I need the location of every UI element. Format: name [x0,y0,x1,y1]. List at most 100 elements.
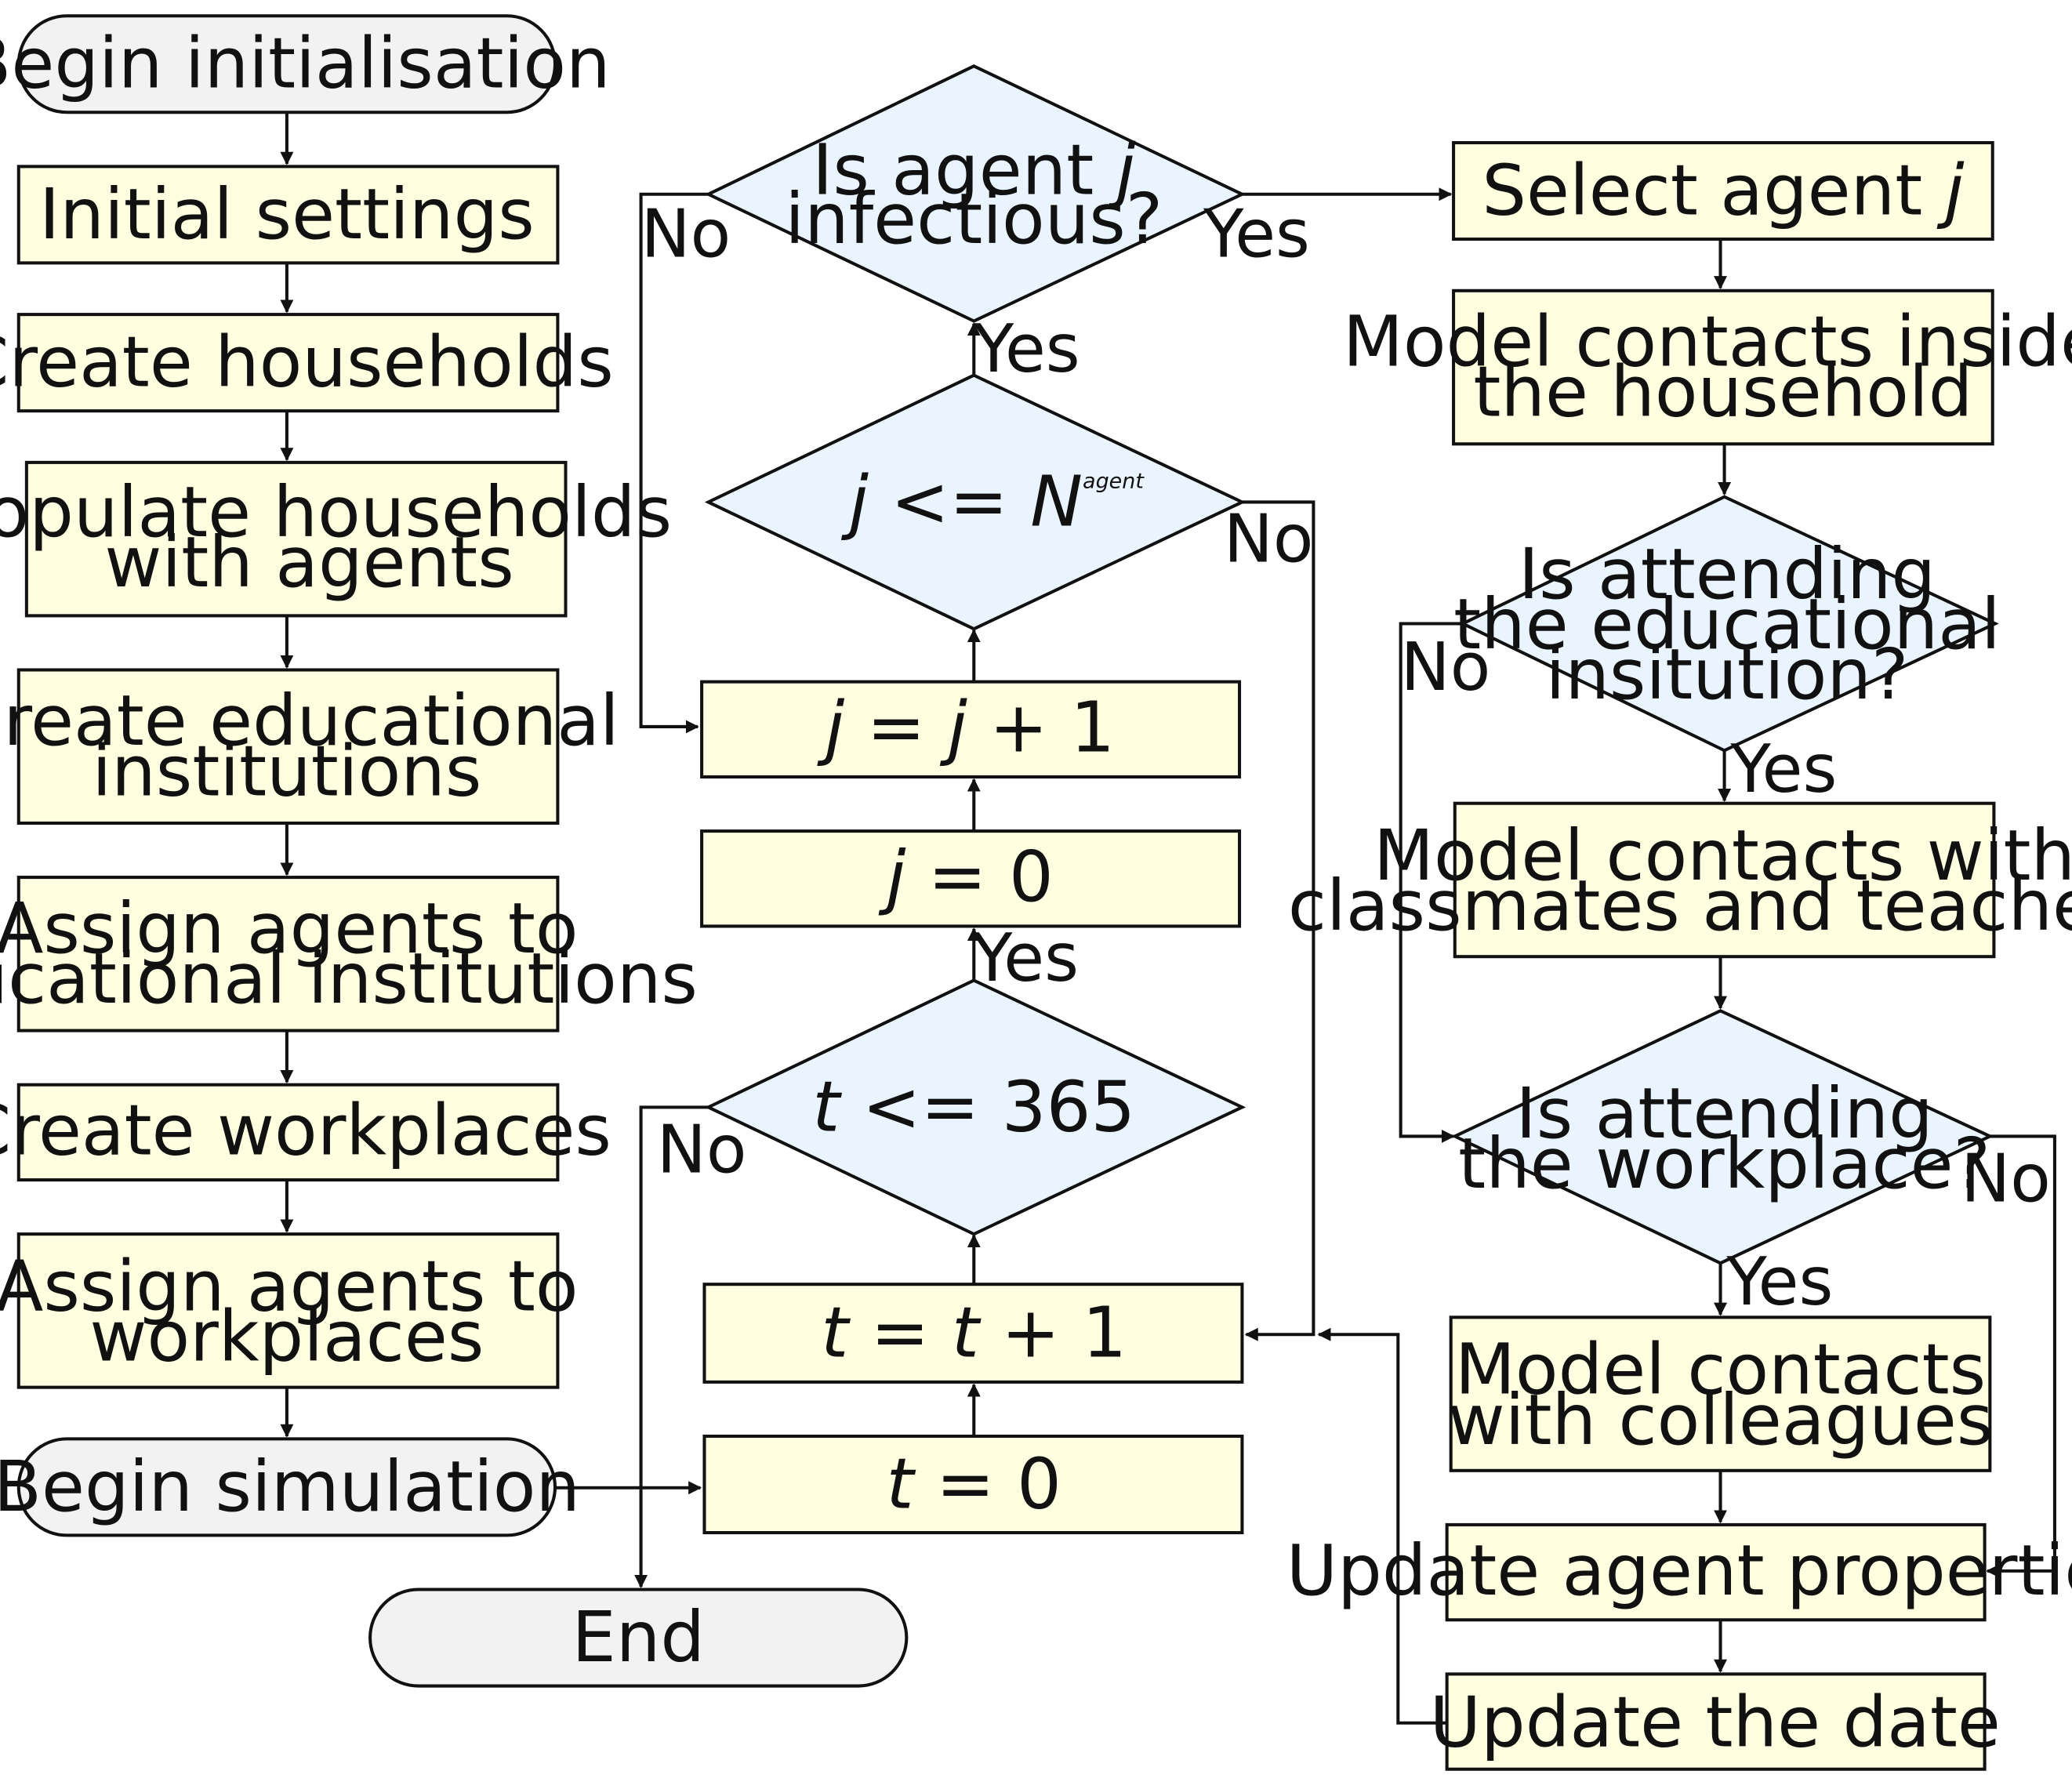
begin-initialisation-label: Begin initialisation [0,24,611,105]
decision-shape [704,64,1246,323]
t-cond-rest: <= 365 [840,1066,1135,1148]
create-workplaces-label: Create workplaces [0,1090,611,1172]
create-edu-line1: Create educational [0,680,619,762]
j-inc-rest: + 1 [967,688,1115,769]
node-t-increment: t = t + 1 [702,1283,1244,1384]
classmates-contacts-line1: Model contacts with [1373,815,2072,897]
node-workplace-check: Is attending the workplace? [1451,1009,1994,1265]
process-shape [16,876,560,1032]
node-t-condition: t <= 365 [704,978,1246,1236]
decision-shape [704,978,1246,1236]
j-zero-rest: = 0 [905,836,1053,918]
edge-work-q-no-to-update-props [1986,1134,2056,1578]
node-education-check: Is attending the educational insitution? [1453,495,2001,753]
assign-edu-line2: educational institutions [0,938,698,1020]
j-inc-mid: = [844,688,948,769]
update-agent-properties-label: Update agent properties [1286,1530,2072,1612]
node-j-condition: j <= Nagent [704,373,1246,631]
infectious-line1: Is agent j [812,129,1136,211]
terminal-shape [16,14,557,114]
edge-t-cond-no-to-end [634,1105,709,1588]
connectors [280,112,2056,1725]
edge-j-cond-no-to-t-inc [1242,500,1315,1341]
t-condition-label: t <= 365 [812,1066,1135,1148]
node-classmates-contacts: Model contacts with classmates and teach… [1288,801,2072,959]
node-create-households: Create households [0,313,614,413]
label-work-yes: Yes [1725,1243,1833,1320]
node-update-date: Update the date [1430,1672,2001,1771]
process-shape [1452,288,1994,446]
node-create-workplaces: Create workplaces [0,1083,611,1182]
node-begin-initialisation: Begin initialisation [0,14,611,114]
process-shape [16,313,560,413]
decision-shape [1459,495,1999,753]
node-infectious-check: Is agent j infectious? [704,64,1246,323]
select-agent-label: Select agent j [1482,151,1964,232]
node-select-agent: Select agent j [1452,140,1994,241]
assign-work-line1: Assign agents to [0,1246,579,1328]
node-initial-settings: Initial settings [16,165,560,265]
process-shape [16,1083,560,1182]
node-assign-educational: Assign agents to educational institution… [0,876,698,1032]
process-shape [702,1283,1244,1384]
node-colleagues-contacts: Model contacts with colleagues [1448,1315,1994,1472]
populate-households-line2: with agents [104,522,513,604]
populate-households-line1: Populate households [0,472,672,553]
node-j-zero: j = 0 [700,829,1242,928]
process-shape [1453,801,1996,959]
node-t-zero: t = 0 [702,1434,1244,1535]
process-shape [1445,1672,1987,1771]
workplace-check-line2: the workplace? [1458,1123,1990,1205]
workplace-check-line1: Is attending [1515,1073,1932,1155]
t-increment-label: t = t + 1 [821,1293,1127,1374]
label-jcond-no: No [1224,501,1314,578]
node-end: End [368,1588,909,1688]
node-household-contacts: Model contacts inside the household [1343,288,2072,446]
edge-labels: No Yes Yes No Yes No No Yes Yes No [641,195,2051,1320]
process-shape [16,668,560,826]
label-jcond-yes: Yes [973,310,1080,387]
process-shape [700,829,1242,928]
terminal-shape [368,1588,909,1688]
node-assign-workplaces: Assign agents to workplaces [0,1232,579,1389]
node-populate-households: Populate households with agents [0,460,672,618]
t-inc-var2: t [952,1293,982,1374]
process-shape [16,1232,560,1389]
household-contacts-line2: the household [1473,352,1972,434]
process-shape [16,165,560,265]
t-cond-var: t [812,1066,842,1148]
end-label: End [572,1597,705,1678]
colleagues-contacts-line2: with colleagues [1448,1380,1994,1461]
j-condition-label: j <= Nagent [840,461,1145,543]
node-j-increment: j = j + 1 [700,680,1242,779]
initial-settings-label: Initial settings [39,174,535,256]
education-check-line3: insitution? [1546,634,1909,716]
node-update-agent-properties: Update agent properties [1286,1522,2072,1622]
edge-update-date-to-t-inc [1317,1327,1447,1725]
process-shape [700,680,1242,779]
process-shape [1449,1315,1992,1472]
process-shape [1452,140,1994,241]
select-agent-pre: Select agent [1482,151,1944,232]
node-begin-simulation: Begin simulation [0,1437,580,1537]
assign-edu-line1: Assign agents to [0,888,579,970]
j-cond-sup: agent [1083,469,1145,493]
update-date-label: Update the date [1430,1682,2001,1764]
label-tcond-yes: Yes [971,920,1079,996]
assign-work-line2: workplaces [89,1297,484,1378]
j-increment-label: j = j + 1 [816,688,1115,769]
t-zero-label: t = 0 [887,1444,1061,1526]
t-inc-var1: t [821,1293,851,1374]
j-cond-n: N [1030,461,1083,543]
process-shape [702,1434,1244,1535]
node-create-educational-institutions: Create educational institutions [0,668,619,826]
label-infectious-no: No [641,195,731,272]
terminal-shape [16,1437,557,1537]
t-inc-rest: + 1 [979,1293,1127,1374]
begin-simulation-label: Begin simulation [0,1446,580,1528]
label-edu-yes: Yes [1729,731,1837,807]
t-zero-var: t [887,1444,916,1526]
decision-shape [1451,1009,1994,1265]
create-edu-line2: institutions [92,731,481,812]
